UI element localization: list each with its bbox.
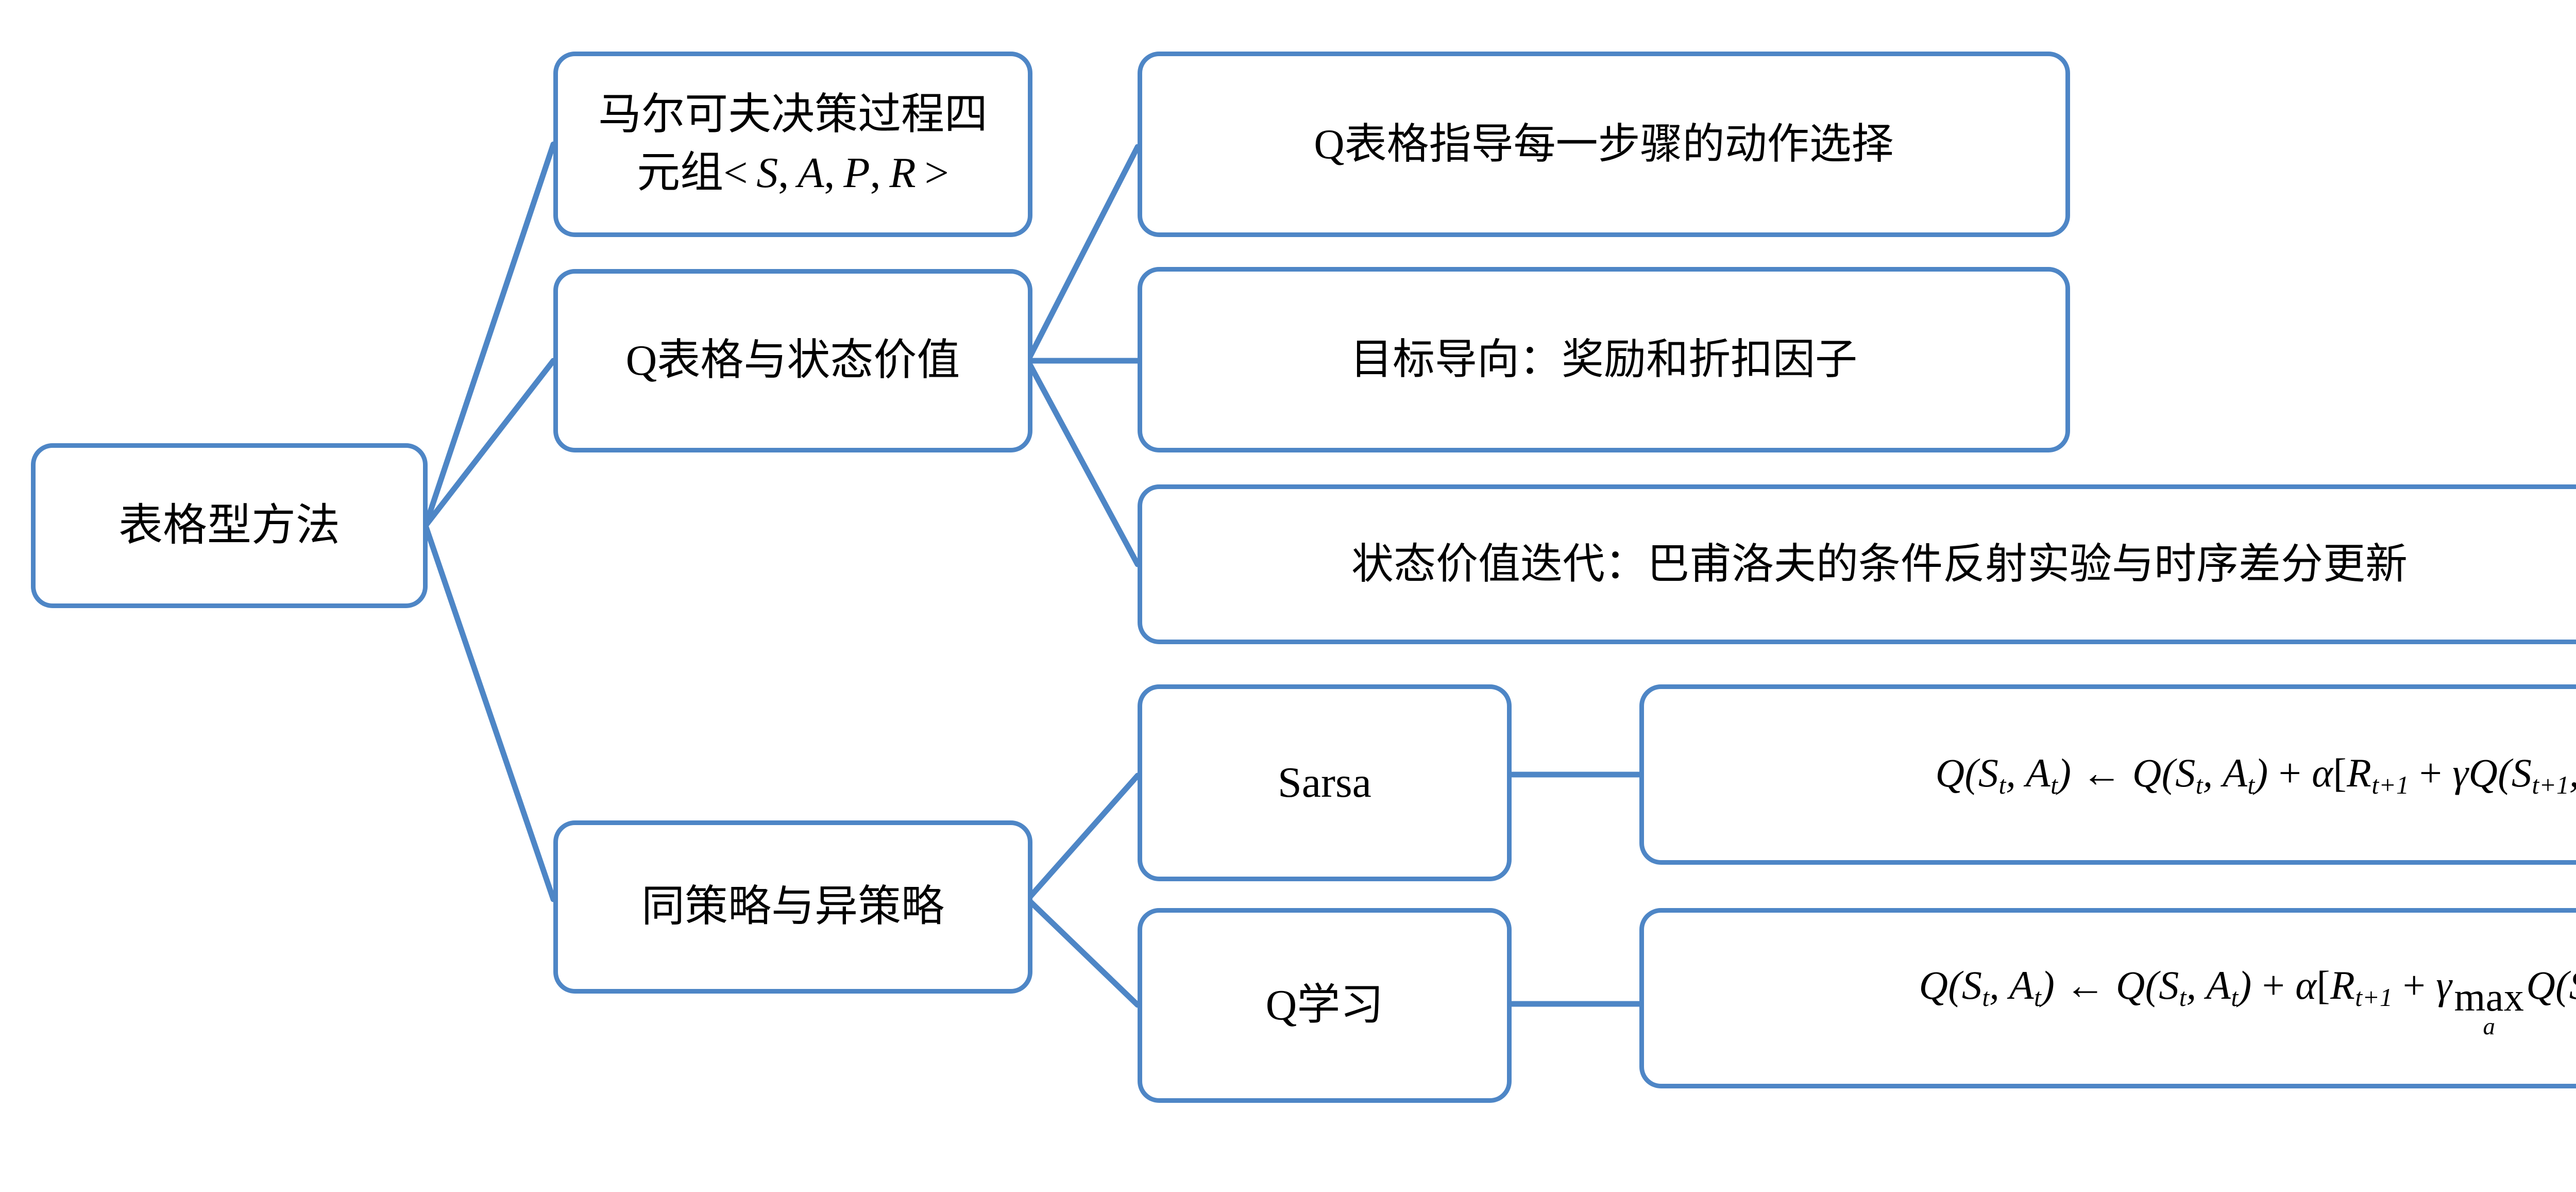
node-sarsa[interactable]: Sarsa bbox=[1138, 684, 1512, 881]
node-root-label: 表格型方法 bbox=[118, 500, 340, 550]
node-mdp[interactable]: 马尔可夫决策过程四元组< S, A, P, R > bbox=[553, 52, 1032, 237]
node-mdp-label: 马尔可夫决策过程四元组< S, A, P, R > bbox=[598, 91, 988, 197]
connector-policy-to-sarsa bbox=[1025, 773, 1141, 902]
node-sarsa-label: Sarsa bbox=[1278, 758, 1371, 807]
node-value-iteration[interactable]: 状态价值迭代：巴甫洛夫的条件反射实验与时序差分更新 bbox=[1138, 484, 2576, 644]
connector-qtable-to-qguide bbox=[1025, 144, 1141, 364]
node-q-guide-label: Q表格指导每一步骤的动作选择 bbox=[1314, 121, 1894, 168]
node-qtable[interactable]: Q表格与状态价值 bbox=[553, 269, 1032, 452]
node-qlearning[interactable]: Q学习 bbox=[1138, 908, 1512, 1103]
node-qtable-label: Q表格与状态价值 bbox=[625, 336, 960, 384]
node-goal-label: 目标导向：奖励和折扣因子 bbox=[1350, 336, 1857, 383]
node-sarsa-formula[interactable]: Q(St, At) ← Q(St, At) + α[Rt+1 + γQ(St+1… bbox=[1639, 684, 2576, 865]
node-q-guide[interactable]: Q表格指导每一步骤的动作选择 bbox=[1138, 52, 2070, 237]
node-policy[interactable]: 同策略与异策略 bbox=[553, 820, 1032, 994]
node-root[interactable]: 表格型方法 bbox=[31, 443, 428, 608]
connector-qtable-to-valueiter bbox=[1025, 358, 1141, 567]
node-qlearning-label: Q学习 bbox=[1265, 981, 1384, 1029]
node-value-iteration-label: 状态价值迭代：巴甫洛夫的条件反射实验与时序差分更新 bbox=[1351, 541, 2408, 588]
sarsa-equation: Q(St, At) ← Q(St, At) + α[Rt+1 + γQ(St+1… bbox=[1935, 750, 2576, 800]
connector-root-to-qtable bbox=[422, 358, 556, 529]
node-policy-label: 同策略与异策略 bbox=[641, 882, 944, 931]
connector-root-to-mdp bbox=[422, 141, 556, 529]
node-goal[interactable]: 目标导向：奖励和折扣因子 bbox=[1138, 267, 2070, 452]
connector-policy-to-qlearning bbox=[1025, 896, 1141, 1008]
connector-root-to-policy bbox=[422, 523, 556, 902]
